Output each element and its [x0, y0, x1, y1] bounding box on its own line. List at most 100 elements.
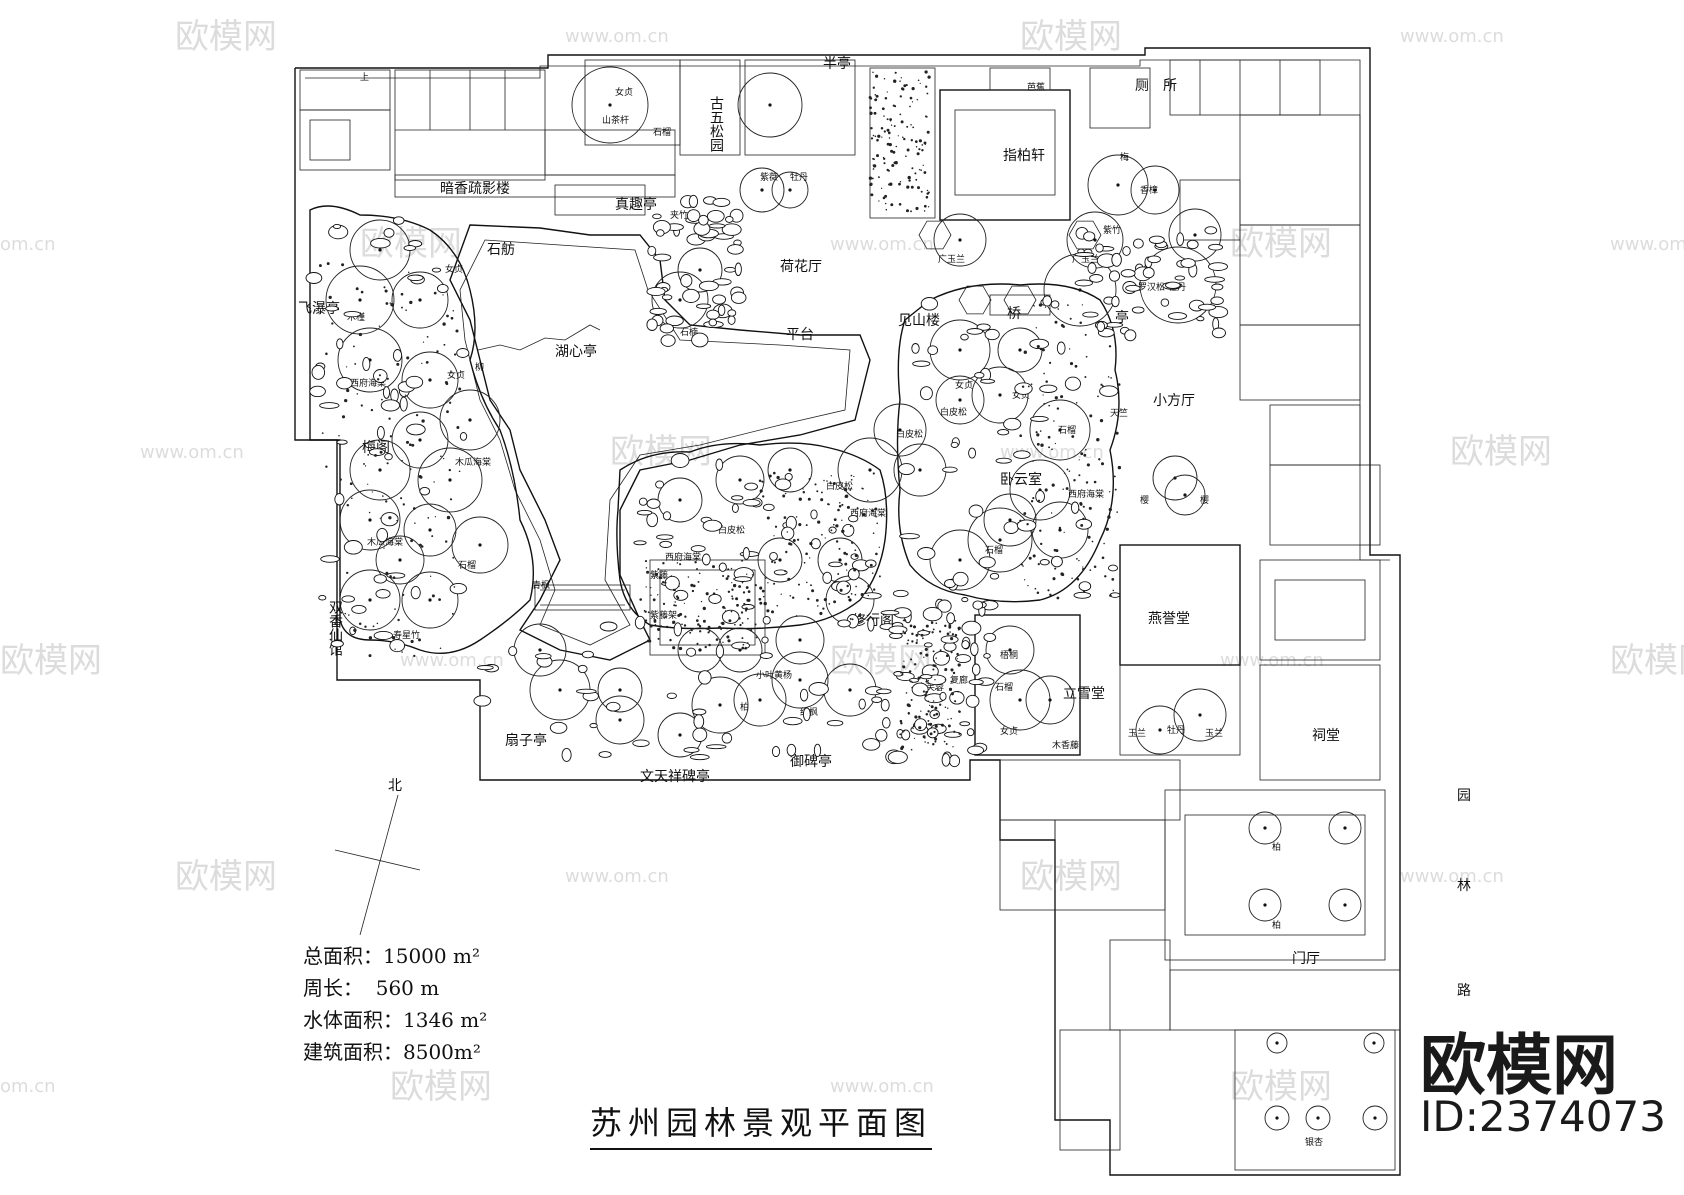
stat-label: 水体面积： [303, 1008, 403, 1032]
tree-trunk [368, 598, 372, 602]
rock [661, 294, 673, 301]
stipple-dot [826, 480, 828, 482]
stipple-dot [747, 590, 751, 593]
tree-trunk [1078, 288, 1082, 292]
stipple-dot [851, 541, 854, 544]
rock [386, 572, 406, 579]
stipple-dot [382, 495, 384, 497]
rock [989, 572, 1000, 580]
rock [1148, 235, 1165, 244]
stipple-dot [1023, 512, 1027, 515]
stipple-dot [890, 149, 894, 153]
stipple-dot [456, 426, 460, 429]
stipple-dot [851, 618, 854, 621]
stipple-dot [420, 545, 424, 548]
stipple-dot [869, 563, 873, 567]
stipple-dot [1101, 556, 1105, 560]
stipple-dot [411, 443, 415, 447]
rock [318, 594, 327, 601]
stipple-dot [912, 625, 917, 629]
rock [1108, 270, 1121, 282]
stipple-dot [956, 652, 959, 656]
stipple-dot [915, 206, 919, 211]
tree-canopy [401, 351, 459, 409]
stipple-dot [418, 638, 421, 642]
rock [942, 466, 958, 473]
stipple-dot [691, 629, 693, 632]
stipple-dot [837, 508, 840, 512]
stipple-dot [318, 264, 322, 268]
stipple-dot [445, 382, 449, 385]
stipple-dot [358, 622, 362, 626]
stipple-dot [647, 611, 650, 614]
stipple-dot [853, 475, 855, 478]
stipple-dot [389, 435, 393, 438]
label-plant: 木香藤 [1052, 739, 1079, 751]
trees-layer [325, 66, 1388, 1131]
stipple-dot [662, 562, 665, 565]
stipple-dot [684, 615, 687, 618]
stipple-dot [433, 481, 435, 483]
room [989, 67, 1051, 91]
stipple-dot [645, 567, 648, 569]
stipple-dot [1097, 395, 1099, 398]
rock [1075, 518, 1093, 530]
tree-trunk [468, 418, 472, 422]
rock [887, 750, 908, 764]
stipple-dot [847, 595, 850, 599]
rock [997, 429, 1010, 436]
stipple-dot [920, 169, 922, 171]
stipple-dot [835, 524, 839, 528]
label-plant: 香樟 [1140, 184, 1158, 196]
stipple-dot [1063, 531, 1065, 534]
stipple-dot [414, 522, 416, 524]
stipple-dot [766, 609, 770, 613]
stipple-dot [908, 670, 912, 673]
stipple-dot [1082, 505, 1085, 508]
stipple-dot [749, 629, 753, 632]
stipple-dot [1030, 383, 1033, 385]
rock-layer [305, 194, 1229, 768]
stipple-dot [930, 705, 934, 709]
stipple-dot [727, 639, 731, 643]
tree-canopy [1087, 154, 1149, 216]
rock [403, 245, 417, 251]
rock [914, 718, 928, 731]
rock [862, 738, 881, 751]
stipple-dot [658, 576, 662, 580]
rock [1029, 338, 1050, 350]
rock [761, 636, 769, 644]
stipple-dot [1022, 565, 1024, 567]
stipple-dot [927, 75, 931, 79]
rock [1165, 281, 1181, 289]
rock [782, 716, 803, 726]
stipple-dot [952, 671, 956, 675]
stipple-dot [321, 432, 324, 434]
stipple-dot [926, 92, 929, 95]
stipple-dot [1082, 589, 1086, 593]
stipple-dot [410, 539, 414, 543]
stipple-dot [389, 302, 391, 304]
stipple-dot [681, 623, 683, 626]
rock [984, 328, 1000, 341]
stipple-dot [771, 610, 774, 614]
rock [406, 423, 426, 436]
stipple-dot [425, 361, 429, 364]
rock [717, 304, 726, 316]
stipple-dot [909, 96, 913, 100]
stipple-dot [923, 210, 926, 212]
stipple-dot [838, 504, 842, 508]
label-plant: 樱 [1140, 494, 1149, 506]
stipple-dot [958, 629, 960, 631]
room [394, 174, 676, 198]
tree-trunk [1158, 728, 1162, 732]
rock [919, 386, 933, 401]
rock [744, 482, 758, 491]
stipple-dot [1050, 512, 1053, 514]
stipple-dot [817, 520, 821, 524]
rock [810, 538, 821, 550]
label-plant: 银杏 [1305, 1136, 1323, 1148]
stipple-dot [720, 622, 722, 624]
stipple-dot [915, 633, 919, 637]
stipple-dot [735, 597, 739, 601]
